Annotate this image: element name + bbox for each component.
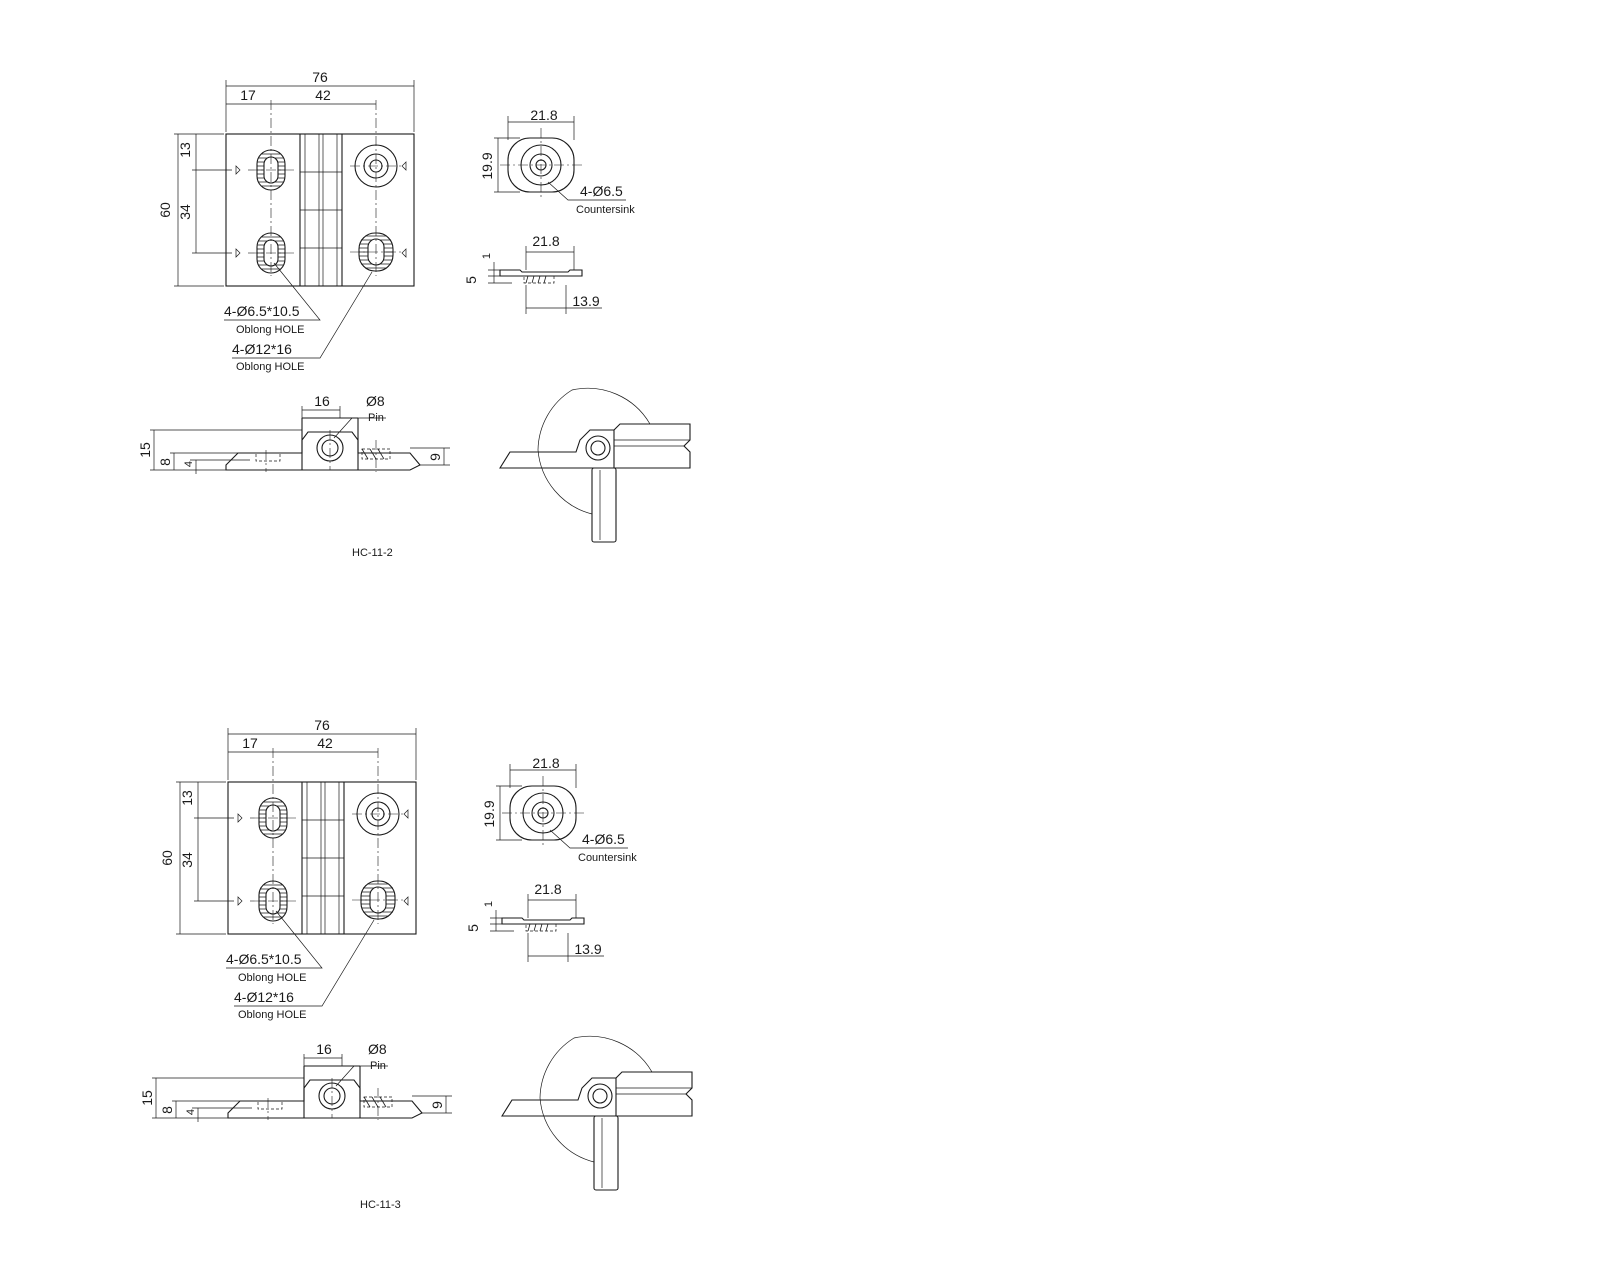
dim-right-thk: 9 (427, 453, 443, 461)
dim-top-offset: 13 (177, 142, 193, 158)
callout-oblong-small-note: Oblong HOLE (236, 324, 304, 336)
callout-pin-dia: Ø8 (368, 1041, 387, 1057)
dim-counter-height: 19.9 (479, 152, 495, 179)
dim-overall-width: 76 (312, 69, 328, 85)
callout-oblong-large-note: Oblong HOLE (238, 1009, 306, 1021)
callout-oblong-small: 4-Ø6.5*10.5 (224, 303, 300, 319)
dim-leaf-thk: 4 (183, 461, 195, 467)
part-code: HC-11-2 (352, 547, 393, 559)
dim-height: 60 (159, 850, 175, 866)
dim-counter-dia: 21.8 (530, 107, 557, 123)
dim-side-offset: 13.9 (574, 941, 601, 957)
dim-right-thk: 9 (429, 1101, 445, 1109)
dim-left-offset: 17 (242, 735, 258, 751)
callout-hole-note: Countersink (576, 204, 635, 216)
part-code: HC-11-3 (360, 1199, 401, 1211)
dim-knuckle-width: 16 (314, 393, 330, 409)
dim-leaf-thk: 4 (185, 1109, 197, 1115)
dim-counter-height: 19.9 (481, 800, 497, 827)
dim-hole-spacing-x: 42 (315, 87, 331, 103)
dim-counter-dia: 21.8 (532, 755, 559, 771)
dim-plate-thk: 8 (157, 458, 173, 466)
callout-hole-spec: 4-Ø6.5 (582, 831, 625, 847)
dim-hole-spacing-y: 34 (177, 204, 193, 220)
dim-hole-spacing-y: 34 (179, 852, 195, 868)
callout-oblong-small: 4-Ø6.5*10.5 (226, 951, 302, 967)
callout-hole-spec: 4-Ø6.5 (580, 183, 623, 199)
dim-total-thk: 15 (139, 1090, 155, 1106)
dim-side-thk: 5 (465, 924, 481, 932)
callout-pin-note: Pin (370, 1060, 386, 1072)
dim-left-offset: 17 (240, 87, 256, 103)
dim-overall-width: 76 (314, 717, 330, 733)
callout-oblong-large: 4-Ø12*16 (232, 341, 292, 357)
dim-side-width: 21.8 (532, 233, 559, 249)
callout-hole-note: Countersink (578, 852, 637, 864)
dim-side-step: 1 (481, 253, 493, 259)
dim-side-width: 21.8 (534, 881, 561, 897)
dim-hole-spacing-x: 42 (317, 735, 333, 751)
callout-oblong-large-note: Oblong HOLE (236, 361, 304, 373)
callout-pin-dia: Ø8 (366, 393, 385, 409)
callout-oblong-small-note: Oblong HOLE (238, 972, 306, 984)
dim-knuckle-width: 16 (316, 1041, 332, 1057)
callout-oblong-large: 4-Ø12*16 (234, 989, 294, 1005)
dim-side-step: 1 (483, 901, 495, 907)
dim-plate-thk: 8 (159, 1106, 175, 1114)
sheet-1-labels: 76 17 42 60 13 34 4-Ø6.5*10.5 Oblong HOL… (137, 69, 635, 559)
dim-height: 60 (157, 202, 173, 218)
dim-side-offset: 13.9 (572, 293, 599, 309)
dim-total-thk: 15 (137, 442, 153, 458)
dim-top-offset: 13 (179, 790, 195, 806)
dim-side-thk: 5 (463, 276, 479, 284)
sheet-2-labels: 76 17 42 60 13 34 4-Ø6.5*10.5 Oblong HOL… (139, 717, 637, 1211)
callout-pin-note: Pin (368, 412, 384, 424)
